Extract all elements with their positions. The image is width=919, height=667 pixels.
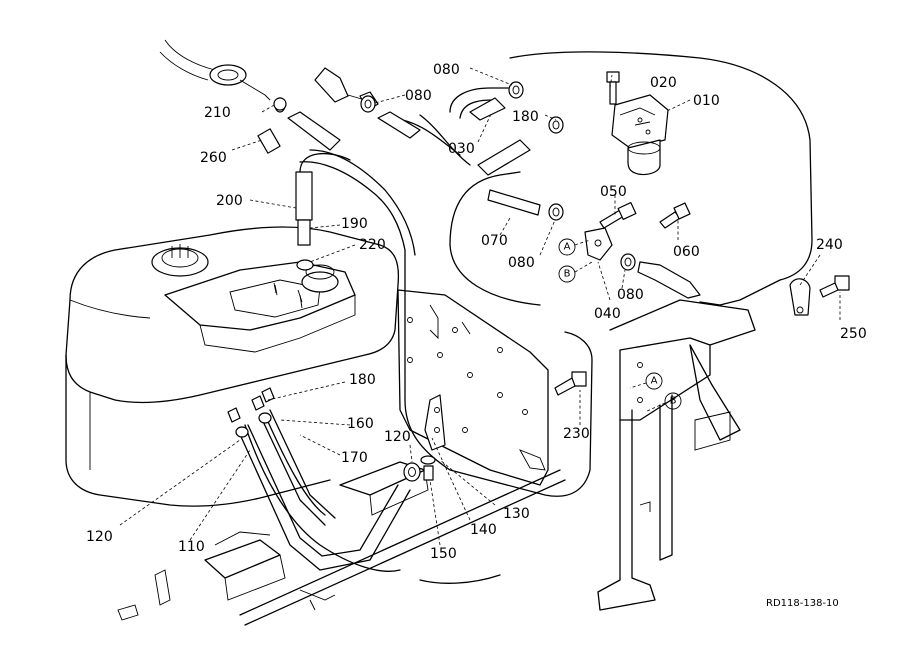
label-040: 040 <box>594 306 621 322</box>
label-060: 060 <box>673 244 700 260</box>
feed-line <box>159 39 341 154</box>
label-050: 050 <box>600 184 627 200</box>
label-070: 070 <box>481 233 508 249</box>
ref-mark-a-valve: A <box>558 238 591 256</box>
support-stand <box>597 299 756 611</box>
label-180-upper: 180 <box>512 109 539 125</box>
label-020: 020 <box>650 75 677 91</box>
label-080-mid: 080 <box>508 255 535 271</box>
label-150: 150 <box>430 546 457 562</box>
label-240: 240 <box>816 237 843 253</box>
hose-200 <box>295 152 351 246</box>
label-210: 210 <box>204 105 231 121</box>
label-120-left: 120 <box>86 529 113 545</box>
label-110: 110 <box>178 539 205 555</box>
clamps-and-fasteners <box>235 81 850 482</box>
label-080-top: 080 <box>433 62 460 78</box>
hose-030 <box>449 87 509 121</box>
svg-text:B: B <box>564 269 571 280</box>
label-080-right: 080 <box>617 287 644 303</box>
svg-text:B: B <box>670 396 677 407</box>
label-160: 160 <box>347 416 374 432</box>
mounting-plate <box>397 289 549 486</box>
label-190: 190 <box>341 216 368 232</box>
fuel-filter <box>606 71 669 176</box>
label-170: 170 <box>341 450 368 466</box>
ref-mark-b-stand: B <box>644 392 682 413</box>
ref-mark-a-stand: A <box>629 372 663 390</box>
svg-text:A: A <box>564 242 571 253</box>
label-260: 260 <box>200 150 227 166</box>
label-220: 220 <box>359 237 386 253</box>
hose-110 <box>237 409 411 571</box>
svg-text:A: A <box>651 376 658 387</box>
label-030: 030 <box>448 141 475 157</box>
drawing-code: RD118-138-10 <box>766 598 839 609</box>
label-130: 130 <box>503 506 530 522</box>
label-230: 230 <box>563 426 590 442</box>
ref-mark-b-valve: B <box>558 261 593 283</box>
fuel-hoses <box>244 51 813 584</box>
label-010: 010 <box>693 93 720 109</box>
label-180-lower: 180 <box>349 372 376 388</box>
label-250: 250 <box>840 326 867 342</box>
fuel-tank <box>65 226 400 507</box>
label-120-right: 120 <box>384 429 411 445</box>
label-200: 200 <box>216 193 243 209</box>
label-080-upper: 080 <box>405 88 432 104</box>
leader-lines <box>119 67 841 546</box>
label-140: 140 <box>470 522 497 538</box>
reference-marks: A B A B <box>558 238 682 413</box>
part-number-labels: 010 020 030 040 050 060 070 080 080 080 … <box>86 62 867 562</box>
hose-070 <box>477 139 701 299</box>
